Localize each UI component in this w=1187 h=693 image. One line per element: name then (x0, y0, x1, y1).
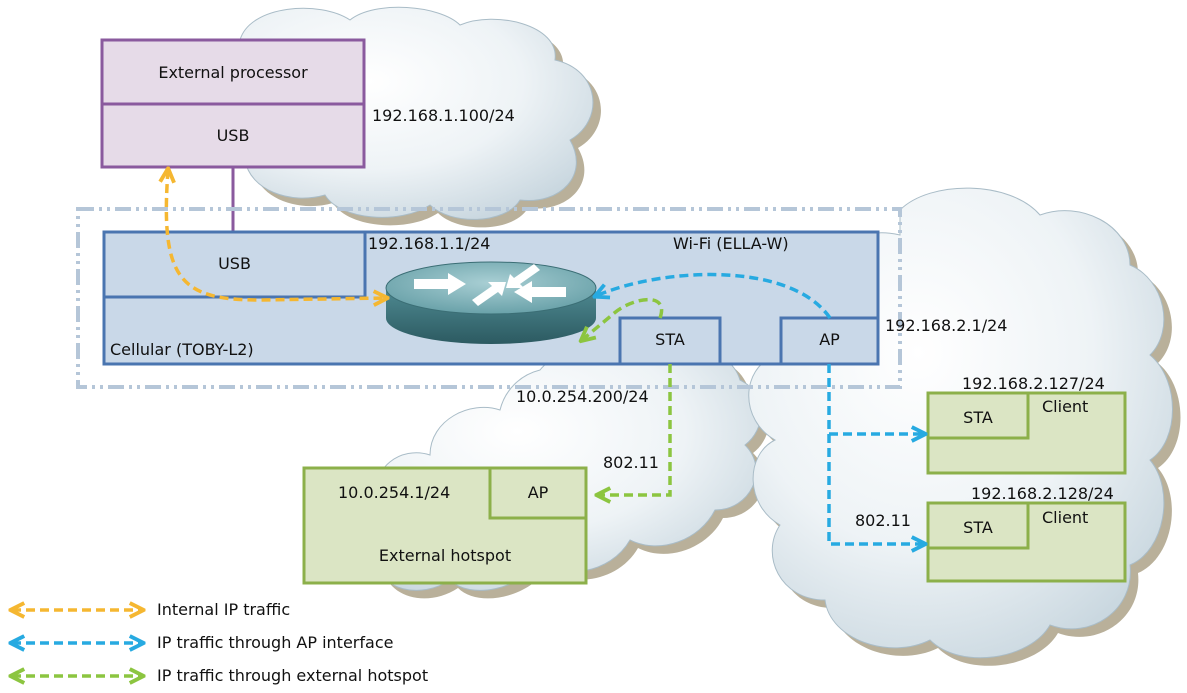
external-processor (100, 38, 366, 169)
module-ap-label: AP (819, 330, 840, 349)
hotspot-label: External hotspot (378, 546, 512, 565)
external-hotspot (302, 466, 588, 585)
processor-usb-label: USB (216, 126, 250, 145)
client-2-ip: 192.168.2.128/24 (971, 484, 1114, 503)
sta-to-hotspot-path (598, 364, 672, 495)
client-2-label: Client (1042, 508, 1089, 527)
processor-ip: 192.168.1.100/24 (372, 106, 515, 125)
ap-ip: 192.168.2.1/24 (885, 316, 1008, 335)
ap-to-client-2-path (827, 434, 924, 544)
sta-ip: 10.0.254.200/24 (516, 387, 649, 406)
cellular-label: Cellular (TOBY-L2) (110, 340, 254, 359)
hotspot-ip: 10.0.254.1/24 (338, 483, 451, 502)
module-sta-label: STA (655, 330, 685, 349)
module-usb-label: USB (218, 254, 251, 273)
router-ip: 192.168.1.1/24 (368, 234, 491, 253)
client-1-label: Client (1042, 397, 1089, 416)
legend-hotspot-label: IP traffic through external hotspot (157, 666, 429, 685)
wifi-label: Wi-Fi (ELLA-W) (673, 234, 789, 253)
legend-ap-label: IP traffic through AP interface (157, 633, 394, 652)
hotspot-traffic-path (582, 297, 664, 340)
client-2 (926, 501, 1127, 583)
client-1-sta-label: STA (963, 408, 993, 427)
router-icon (385, 261, 597, 344)
internal-ip-traffic-path (166, 170, 386, 300)
module-boundary (76, 207, 902, 389)
hotspot-link-label: 802.11 (603, 453, 659, 472)
processor-title: External processor (158, 63, 308, 82)
client-2-sta-label: STA (963, 518, 993, 537)
client-1-ip: 192.168.2.127/24 (962, 374, 1105, 393)
clients-link-label: 802.11 (855, 511, 911, 530)
ap-traffic-path (596, 272, 832, 319)
hotspot-ap-label: AP (527, 483, 549, 502)
client-1 (926, 391, 1127, 475)
legend-internal-label: Internal IP traffic (157, 600, 291, 619)
